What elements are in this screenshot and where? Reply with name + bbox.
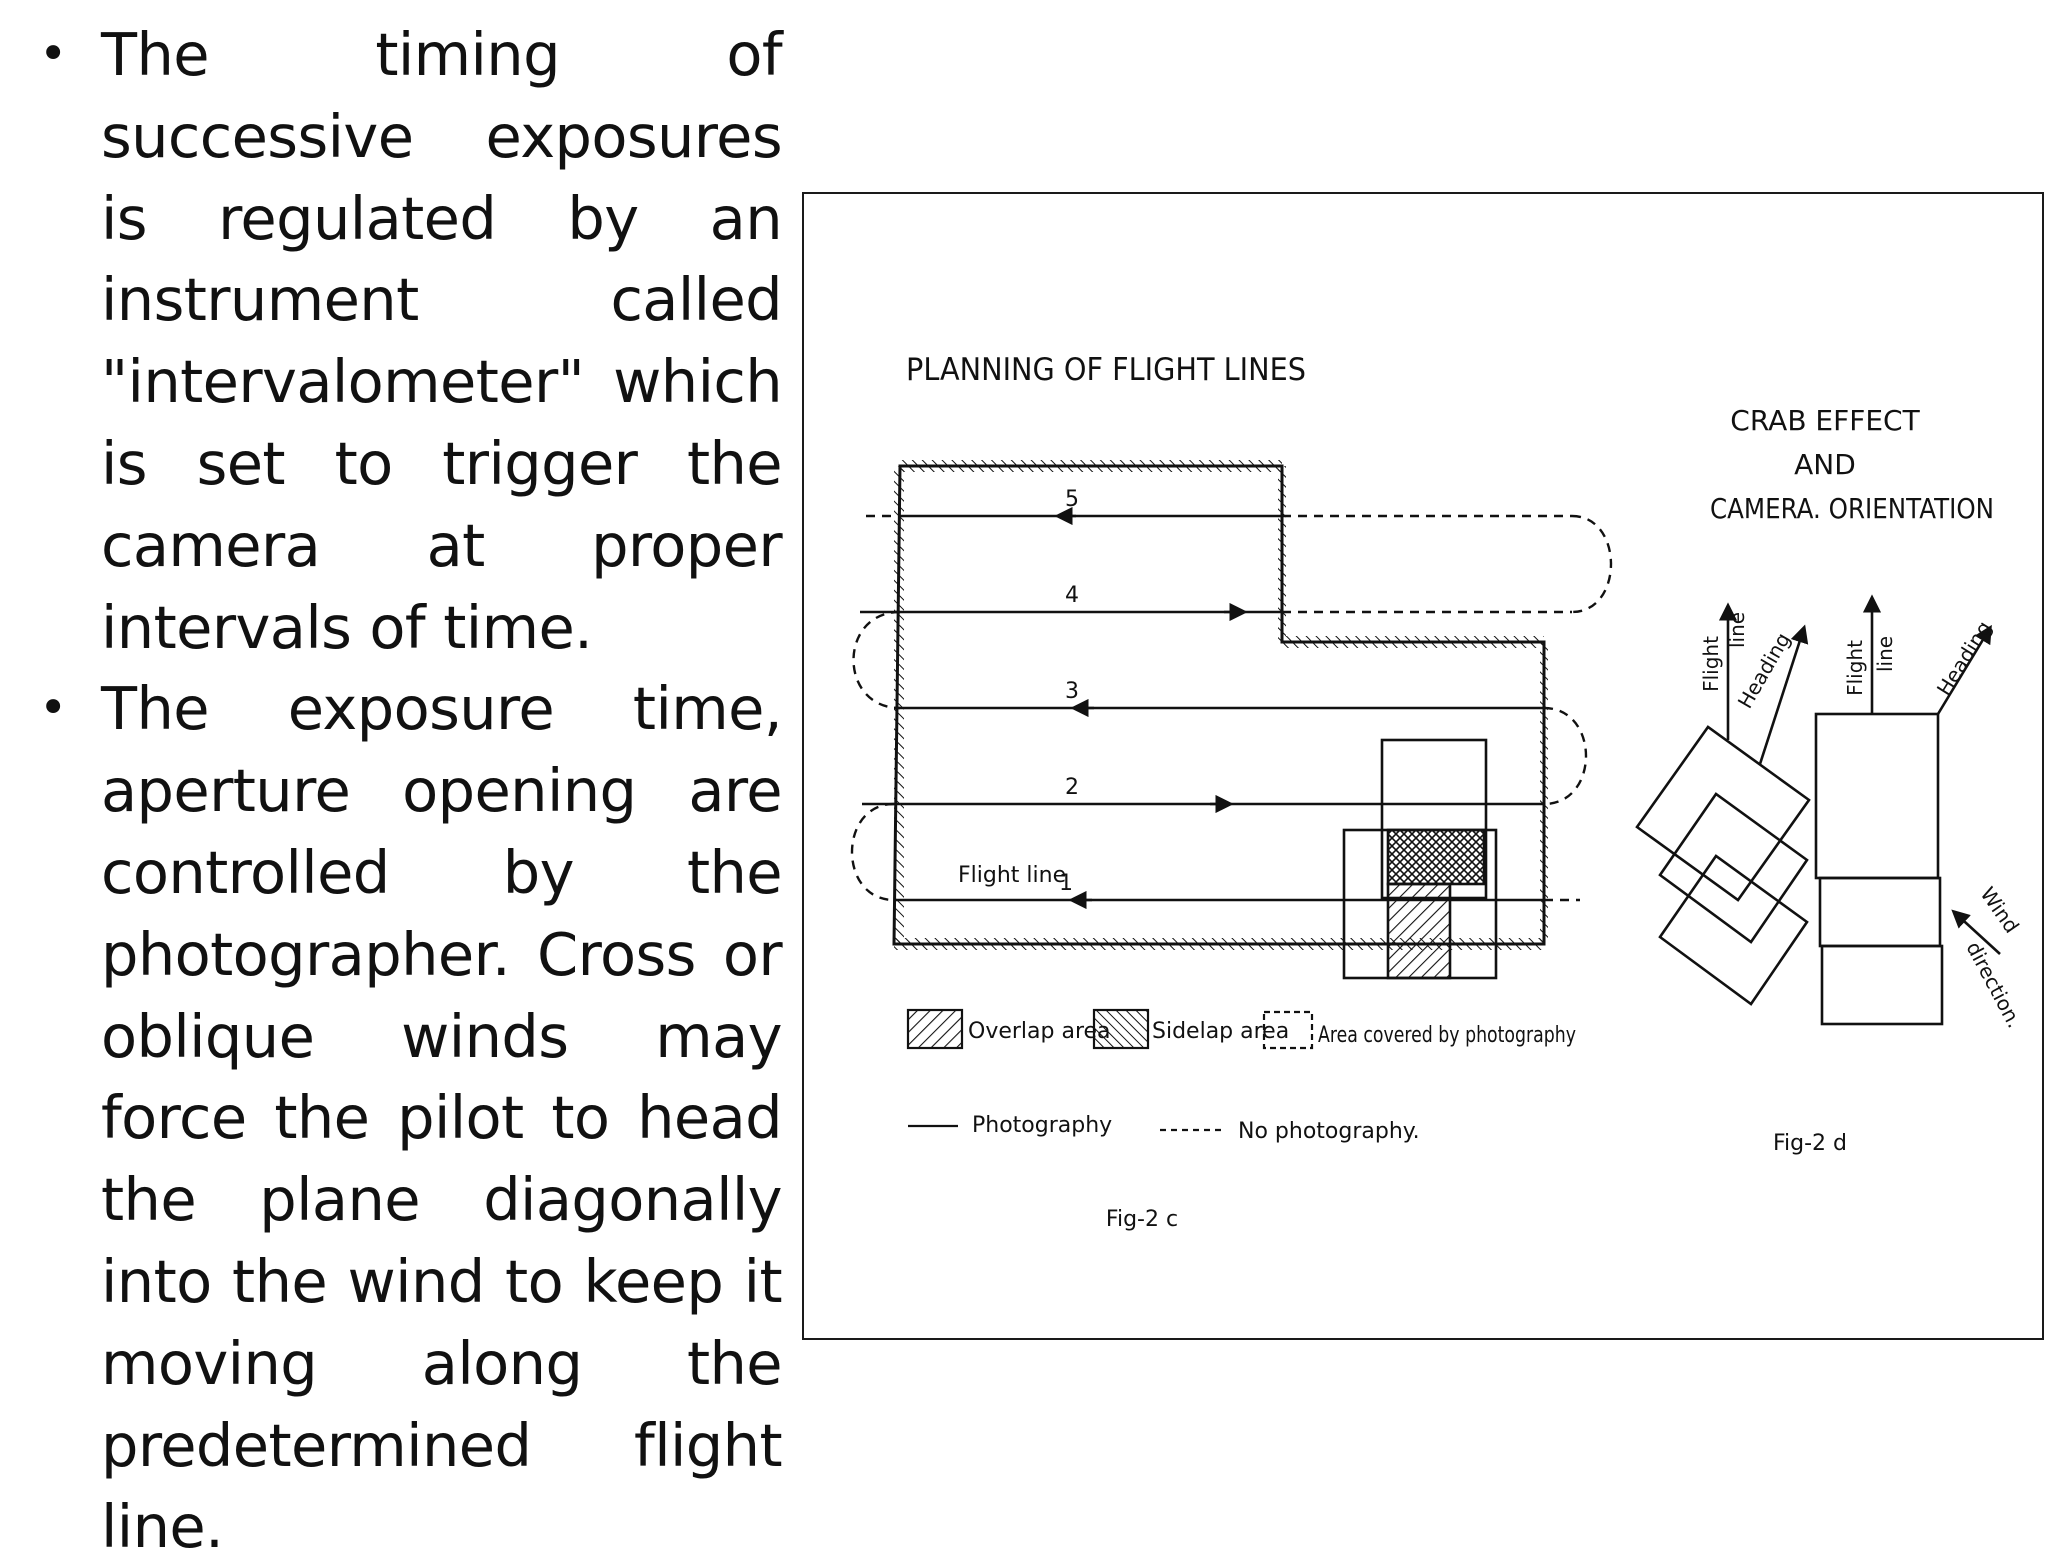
no-photography-turns xyxy=(850,514,1613,902)
legend-sidelap-label: Sidelap area xyxy=(1152,1019,1289,1044)
bullet-item: • The timing of successive exposures is r… xyxy=(28,14,783,668)
legend-no-photography-label: No photography. xyxy=(1238,1119,1420,1144)
hatched-border-middle xyxy=(1282,636,1544,648)
flight-lines-figure: PLANNING OF FLIGHT LINES CRAB EFFECT AND… xyxy=(802,192,2044,1340)
crab-effect-drawing xyxy=(1635,594,2001,1026)
camera-frame-2 xyxy=(1818,876,1942,948)
sidelap-region xyxy=(1386,882,1452,980)
camera-line-label-b: line xyxy=(1873,636,1897,672)
crab-frame-1 xyxy=(1635,725,1811,902)
hatched-border-left xyxy=(894,466,904,944)
crab-frame-3 xyxy=(1658,854,1809,1006)
legend-overlap-swatch xyxy=(906,1008,964,1050)
legend-overlap-label: Overlap area xyxy=(968,1019,1111,1044)
line-label-4: 4 xyxy=(1065,583,1079,608)
camera-frame-1 xyxy=(1814,712,1940,880)
hatched-border-top xyxy=(900,460,1282,472)
line-label-1: 1 xyxy=(1059,871,1073,896)
bullet-text: The timing of successive exposures is re… xyxy=(101,20,783,662)
bullet-glyph: • xyxy=(39,26,67,82)
crab-frame-2 xyxy=(1658,792,1809,944)
fig-d-caption: Fig-2 d xyxy=(1773,1131,1847,1156)
wind-label: Wind xyxy=(1975,883,2023,938)
legend-covered-swatch xyxy=(1262,1010,1314,1050)
bullet-text: The exposure time, aperture opening are … xyxy=(101,674,783,1562)
line-label-2: 2 xyxy=(1065,775,1079,800)
heading-arrow-a xyxy=(1758,624,1809,765)
heading-arrow-b xyxy=(1936,624,1992,715)
camera-frame-3 xyxy=(1820,944,1944,1026)
legend-covered-label: Area covered by photography xyxy=(1318,1023,1576,1048)
hatched-border-step xyxy=(1278,466,1286,642)
line-label-3: 3 xyxy=(1065,679,1079,704)
crab-flight-label-a: Flight xyxy=(1699,636,1723,692)
hatched-border-right xyxy=(1540,642,1548,944)
flight-lines-diagram: PLANNING OF FLIGHT LINES CRAB EFFECT AND… xyxy=(850,352,2027,1232)
wind-direction-label: direction. xyxy=(1962,938,2027,1032)
bullet-item: • The exposure time, aperture opening are… xyxy=(28,668,783,1568)
crab-line-label-a: line xyxy=(1725,612,1749,648)
figure-title-right-1: CRAB EFFECT xyxy=(1730,404,1920,437)
legend-photography-label: Photography xyxy=(972,1113,1112,1138)
line-label-5: 5 xyxy=(1065,487,1079,512)
camera-heading-label-b: Heading xyxy=(1932,617,1996,700)
figure-title-left: PLANNING OF FLIGHT LINES xyxy=(906,352,1306,388)
overlap-region xyxy=(1386,828,1486,886)
camera-flight-label-b: Flight xyxy=(1843,640,1867,696)
figure-title-right-3: CAMERA. ORIENTATION xyxy=(1710,492,1994,525)
figure-title-right-2: AND xyxy=(1794,448,1856,481)
flight-line-label: Flight line xyxy=(958,863,1066,888)
legend-sidelap-swatch xyxy=(1092,1008,1150,1050)
bullet-list: • The timing of successive exposures is r… xyxy=(28,14,783,1568)
wind-arrow xyxy=(1951,909,2001,955)
hatched-border-bottom xyxy=(894,938,1544,950)
fig-c-caption: Fig-2 c xyxy=(1106,1207,1178,1232)
bullet-glyph: • xyxy=(39,680,67,737)
